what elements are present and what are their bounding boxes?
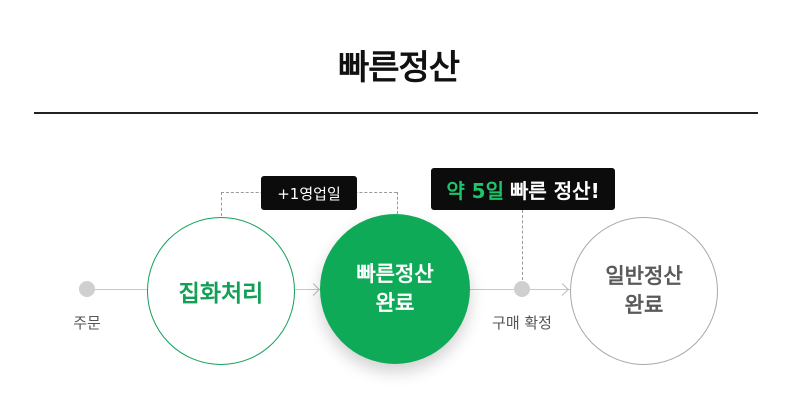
business-day-text: +1영업일 (277, 184, 341, 203)
dashed-bracket-left (221, 192, 222, 216)
chevron-right-icon (307, 283, 320, 296)
normal-settlement-label: 일반정산 완료 (605, 263, 683, 317)
collection-step-circle: 집화처리 (147, 217, 295, 365)
fast-settlement-label: 빠른정산 완료 (356, 261, 434, 315)
normal-settlement-circle: 일반정산 완료 (570, 217, 718, 365)
order-dot (79, 281, 95, 297)
fast-settlement-circle: 빠른정산 완료 (320, 214, 470, 364)
fast-settlement-badge-text: 빠른 정산! (510, 178, 600, 203)
purchase-confirm-label: 구매 확정 (492, 314, 552, 332)
title-divider (34, 112, 758, 114)
page-title: 빠른정산 (337, 48, 460, 88)
business-day-badge: +1영업일 (261, 176, 357, 210)
chevron-right-icon (556, 283, 569, 296)
dashed-bracket-right (397, 192, 398, 214)
fast-settlement-badge: 약 5일 빠른 정산! (431, 168, 615, 210)
flow-line-order-to-collection (88, 289, 148, 290)
fast-days-highlight: 약 5일 (446, 178, 504, 203)
purchase-confirm-dot (514, 281, 530, 297)
dashed-connector-confirm (522, 210, 523, 280)
collection-step-label: 집화처리 (178, 281, 264, 307)
order-label: 주문 (73, 314, 101, 332)
flow-line-collection-to-fast (295, 289, 321, 290)
